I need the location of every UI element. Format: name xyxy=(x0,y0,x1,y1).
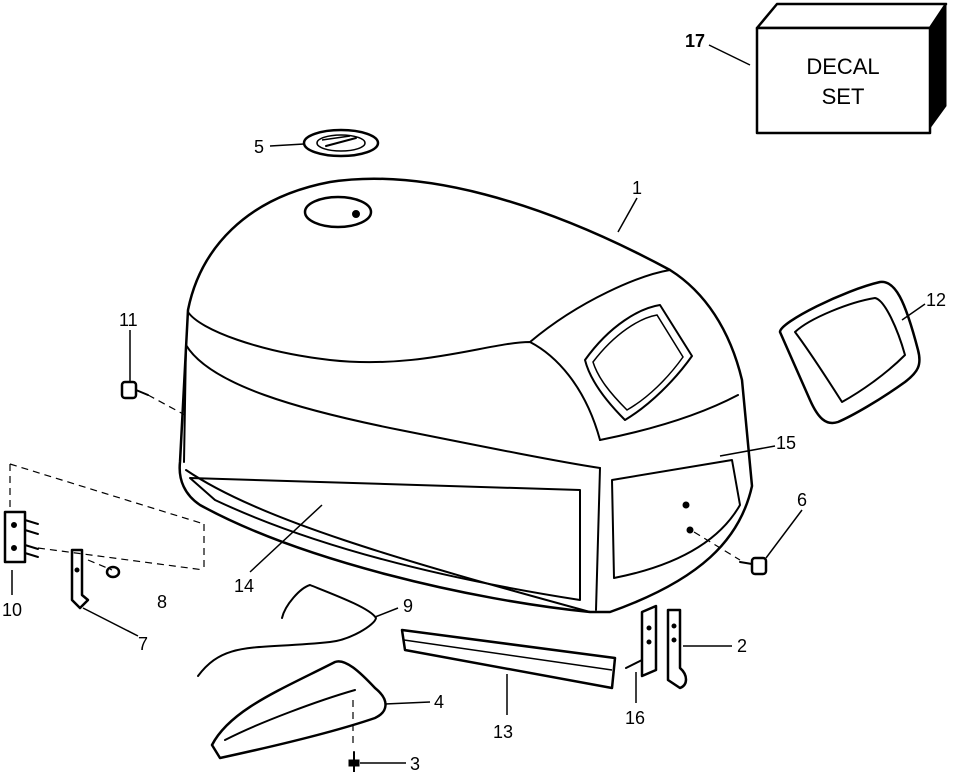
part-10-plate xyxy=(3,510,39,564)
callout-17: 17 xyxy=(685,31,705,51)
part-3-screw xyxy=(348,751,360,772)
callout-labels: 17 5 1 12 11 15 6 14 10 8 7 9 4 3 13 16 … xyxy=(2,31,946,772)
part-2-bracket xyxy=(666,608,688,690)
callout-15: 15 xyxy=(776,433,796,453)
callout-12: 12 xyxy=(926,290,946,310)
callout-2: 2 xyxy=(737,636,747,656)
callout-3: 3 xyxy=(410,754,420,772)
callout-11: 11 xyxy=(119,310,138,330)
callout-4: 4 xyxy=(434,692,444,712)
part-8-nut xyxy=(105,565,121,579)
callout-7: 7 xyxy=(138,634,148,654)
callout-8: 8 xyxy=(157,592,167,612)
part-4-pan xyxy=(210,660,387,760)
assembly-lines xyxy=(9,394,741,571)
part-16-bracket xyxy=(625,604,658,678)
leader-lines xyxy=(11,44,926,764)
callout-5: 5 xyxy=(254,137,264,157)
callout-13: 13 xyxy=(493,722,513,742)
part-5-cap xyxy=(302,128,380,158)
callout-10: 10 xyxy=(2,600,22,620)
part-7-clip xyxy=(70,548,90,610)
part-13-strip xyxy=(400,628,617,690)
callout-1: 1 xyxy=(632,178,642,198)
part-9-cable xyxy=(197,584,377,677)
part-11-screw xyxy=(120,380,149,400)
callout-6: 6 xyxy=(797,490,807,510)
callout-9: 9 xyxy=(403,596,413,616)
decal-line-1: DECAL xyxy=(806,54,879,79)
part-12-seal xyxy=(778,280,921,425)
callout-16: 16 xyxy=(625,708,645,728)
part-1-motor-cover xyxy=(178,177,754,614)
part-6-screw xyxy=(739,556,768,576)
callout-14: 14 xyxy=(234,576,254,596)
decal-line-2: SET xyxy=(822,84,865,109)
decal-set-box: DECAL SET xyxy=(755,2,948,135)
